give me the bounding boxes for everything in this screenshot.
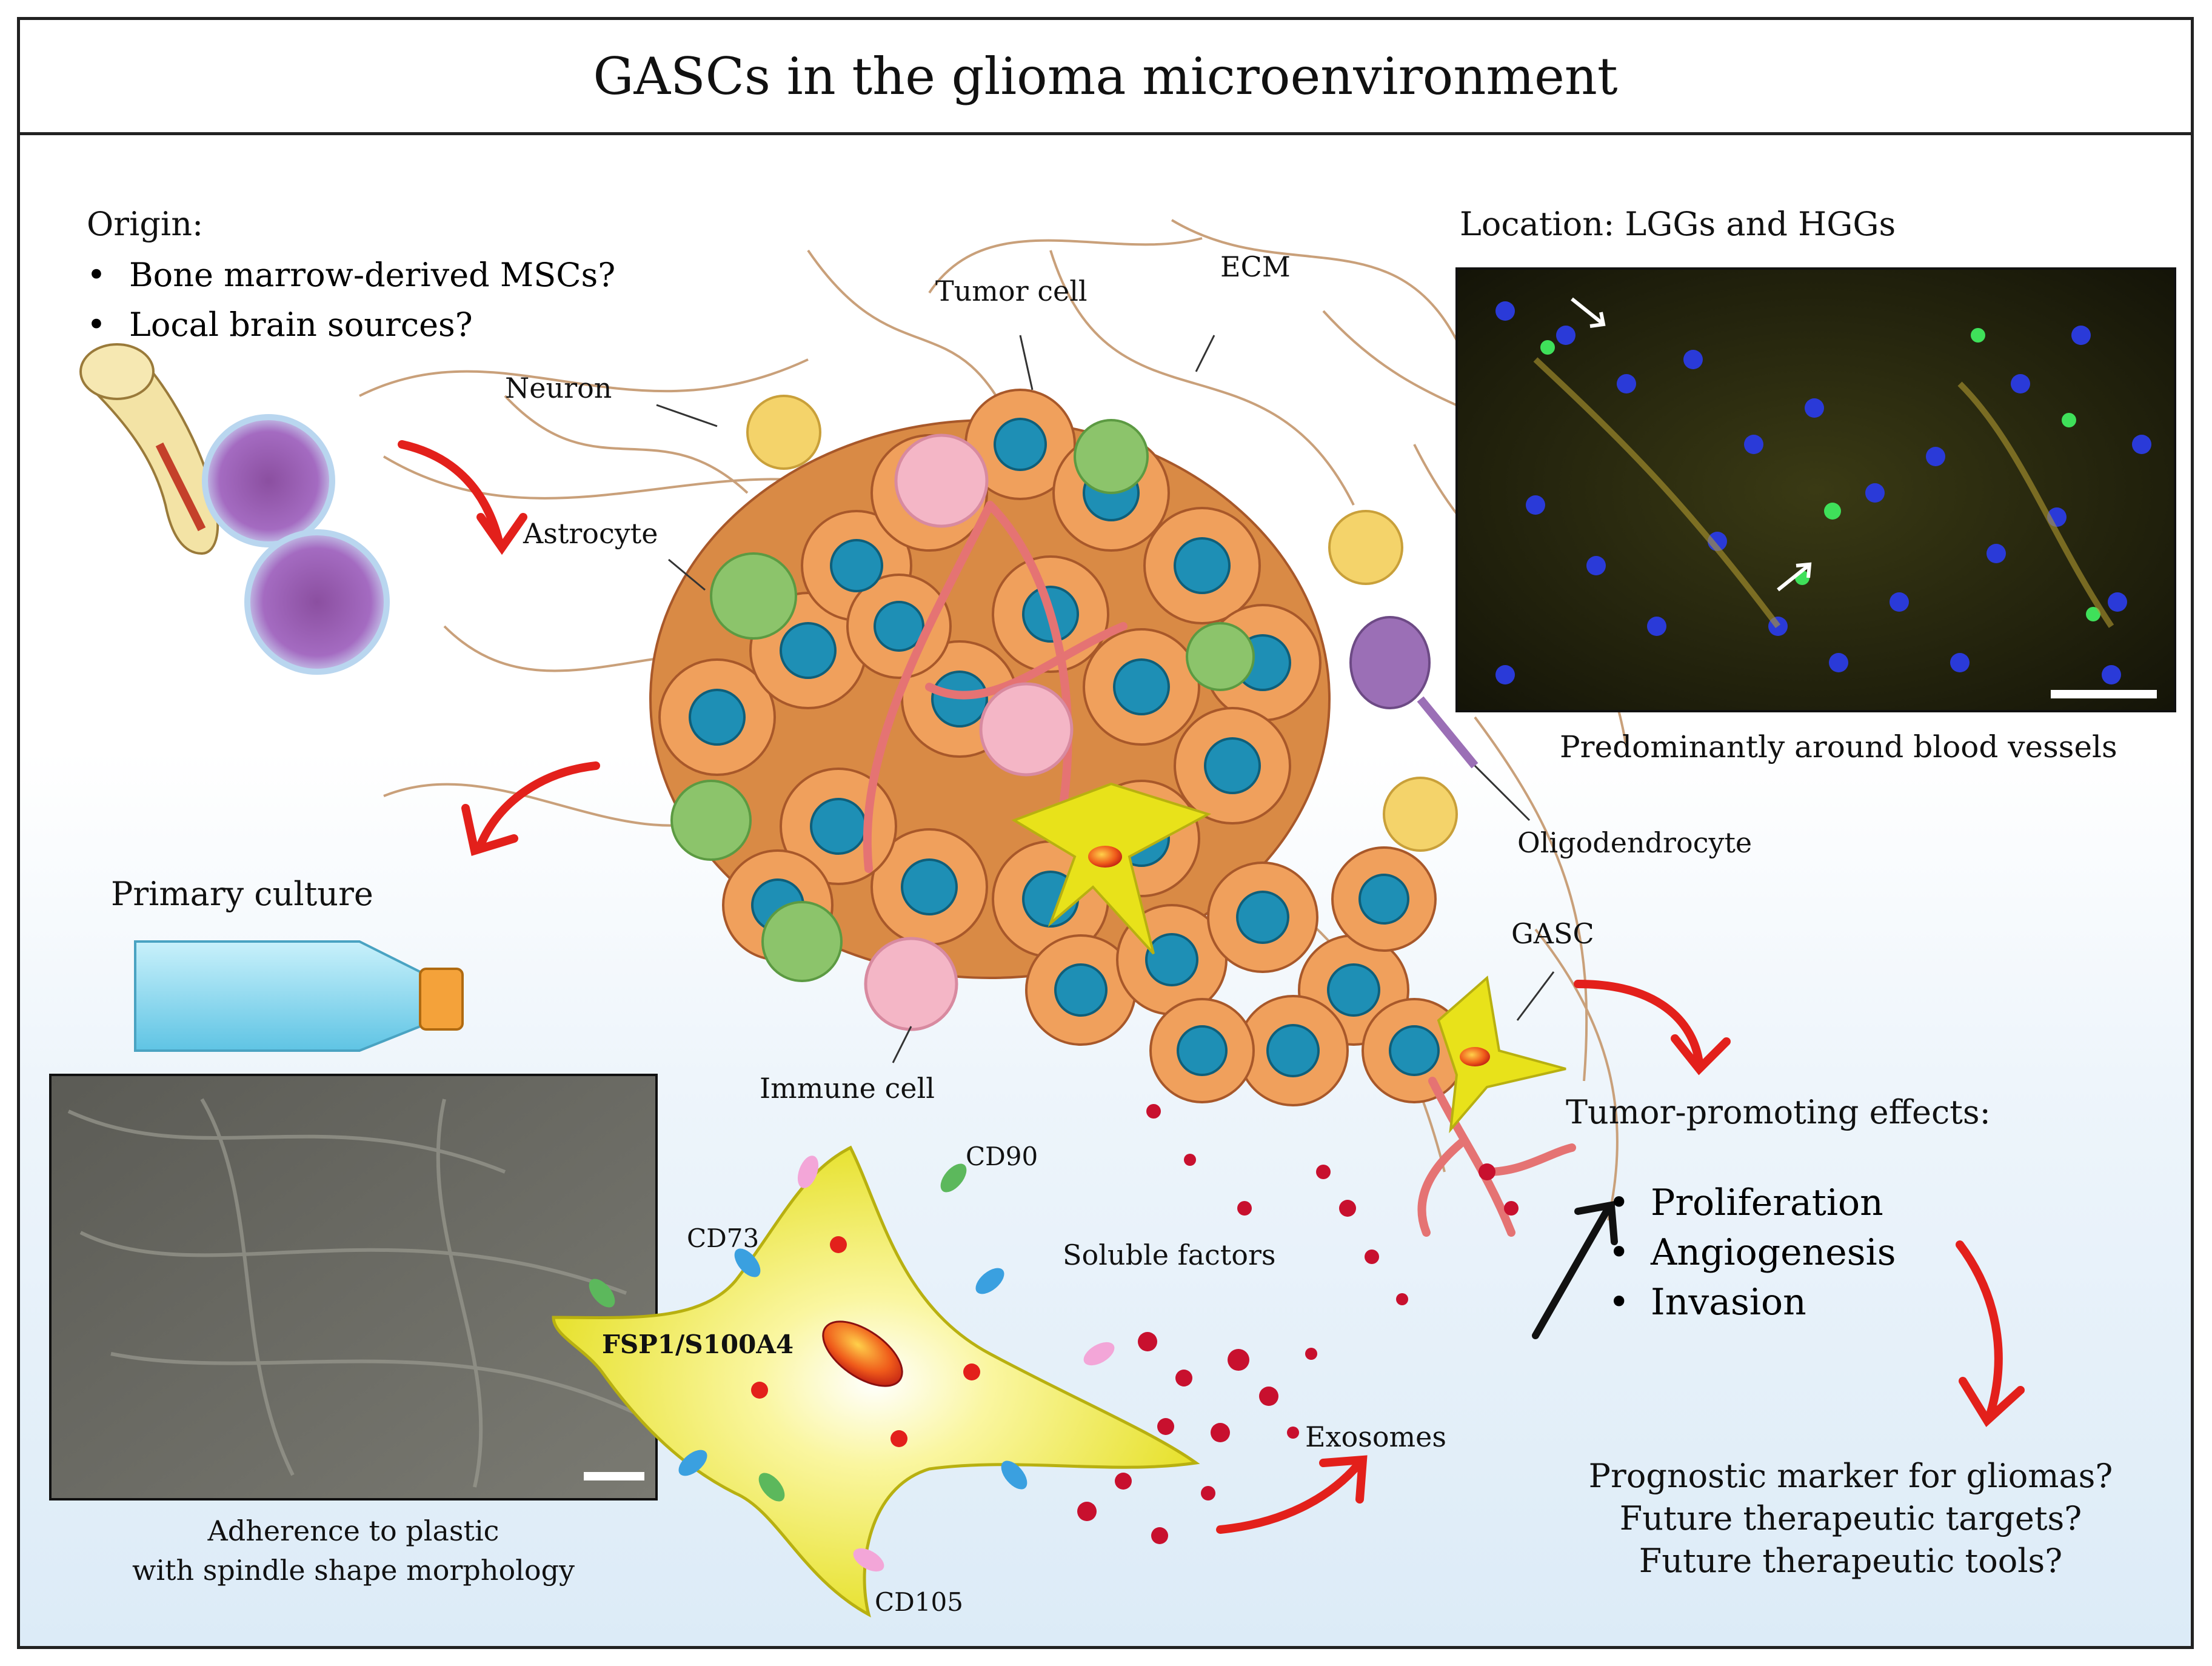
figure-title: GASCs in the glioma microenvironment: [593, 46, 1618, 106]
location-caption: Predominantly around blood vessels: [1560, 729, 2117, 764]
location-heading: Location: LGGs and HGGs: [1460, 205, 1896, 243]
cd90-label: CD90: [966, 1142, 1038, 1171]
phase-contrast-image: [49, 1074, 658, 1500]
origin-list: Bone marrow-derived MSCs? Local brain so…: [87, 250, 615, 350]
tumor-cell-label: Tumor cell: [935, 275, 1088, 307]
blood-vessels: [863, 501, 1576, 1237]
neurons: [746, 395, 1458, 852]
gasc-small: [1011, 782, 1566, 1134]
culture-flask-icon: [134, 940, 464, 1052]
effects-item: Invasion: [1608, 1277, 1896, 1327]
immune-cell-label: Immune cell: [760, 1072, 935, 1105]
fluorescence-image: [1455, 267, 2176, 712]
illustration-layer: [49, 219, 2176, 1617]
cd105-label: CD105: [875, 1587, 963, 1617]
exosomes-label: Exosomes: [1305, 1420, 1446, 1453]
figure-frame: GASCs in the glioma microenvironment: [17, 17, 2194, 1649]
primary-culture-heading: Primary culture: [111, 875, 373, 913]
astrocyte-label: Astrocyte: [523, 517, 658, 550]
arrow-effects: [1574, 980, 1731, 1076]
question-1: Prognostic marker for gliomas?: [1588, 1457, 2113, 1495]
ecm-label: ECM: [1220, 250, 1291, 283]
soluble-factors-label: Soluble factors: [1063, 1239, 1276, 1271]
oligodendrocyte: [1349, 616, 1479, 769]
primary-culture-caption-line1: Adherence to plastic: [207, 1514, 500, 1547]
arrow-increase: [1532, 1200, 1618, 1339]
effects-heading: Tumor-promoting effects:: [1566, 1093, 1991, 1131]
question-3: Future therapeutic tools?: [1639, 1542, 2063, 1580]
stem-cell-icon: [202, 414, 390, 675]
arrow-primary-culture: [461, 761, 600, 856]
arrow-questions: [1956, 1240, 2025, 1427]
bone-marrow-icon: [79, 343, 219, 555]
effects-item: Angiogenesis: [1608, 1228, 1896, 1277]
origin-item: Bone marrow-derived MSCs?: [87, 250, 615, 300]
effects-item: Proliferation: [1608, 1178, 1896, 1228]
effects-list: Proliferation Angiogenesis Invasion: [1608, 1178, 1896, 1327]
gasc-large: [552, 1145, 1200, 1617]
primary-culture-caption-line2: with spindle shape morphology: [132, 1554, 575, 1587]
cd73-label: CD73: [687, 1223, 760, 1253]
origin-heading: Origin:: [87, 205, 204, 243]
label-pointers: [656, 335, 1555, 1063]
origin-item: Local brain sources?: [87, 300, 615, 350]
oligodendrocyte-label: Oligodendrocyte: [1517, 826, 1753, 859]
gasc-label: GASC: [1511, 917, 1594, 950]
question-2: Future therapeutic targets?: [1619, 1499, 2082, 1537]
arrow-origin: [398, 440, 527, 555]
astrocytes: [670, 419, 1255, 982]
title-bar: GASCs in the glioma microenvironment: [20, 20, 2191, 135]
arrow-exosomes: [1216, 1455, 1368, 1534]
exosome-particles: [1077, 1104, 1519, 1544]
immune-cells: [864, 433, 1074, 1031]
neuron-label: Neuron: [505, 372, 612, 404]
fsp1-label: FSP1/S100A4: [602, 1330, 794, 1359]
